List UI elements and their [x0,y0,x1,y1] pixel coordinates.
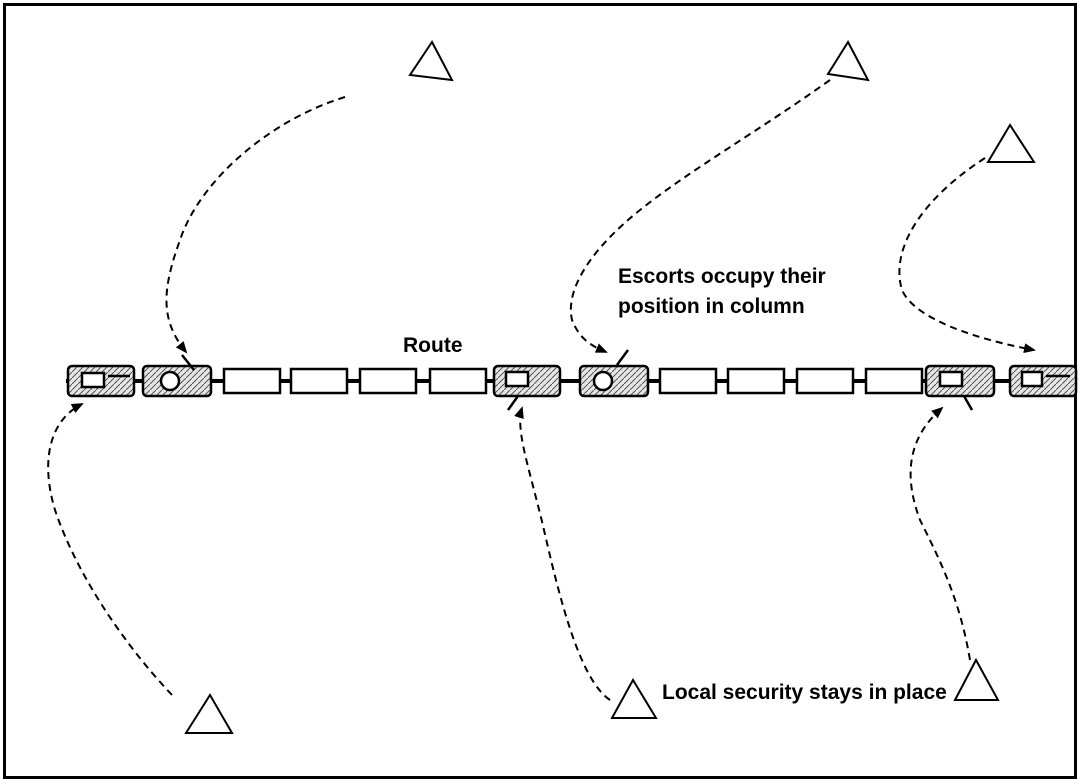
truck-icon [795,367,855,395]
escorts-label-line1: Escorts occupy their [618,265,826,288]
security-positions-bottom [184,657,1000,734]
armored-vehicle-icon [141,354,213,398]
truck-icon [864,367,924,395]
truck-icon [428,367,488,395]
escort-path-3 [898,157,1036,354]
truck-icon [726,367,786,395]
security-positions-top [408,39,1036,163]
escorts-label-line2: position in column [618,295,805,318]
convoy-group-left [222,367,488,395]
triangle-outline-icon [826,39,870,82]
truck-icon [358,367,418,395]
triangle-outline-icon [184,693,234,734]
armored-vehicle-icon [492,364,562,411]
truck-icon [289,367,349,395]
triangle-outline-icon [986,123,1036,163]
armored-vehicle-icon [66,364,136,398]
armored-vehicle-icon [924,364,996,411]
security-path-3 [909,406,971,661]
escort-path-1 [165,96,346,354]
route-label: Route [403,334,463,357]
triangle-outline-icon [408,40,454,82]
escort-vehicles [66,349,1078,411]
truck-icon [658,367,718,395]
local-security-label: Local security stays in place [662,681,947,704]
armored-vehicle-icon [1008,364,1078,398]
security-path-2 [514,406,611,701]
triangle-outline-icon [610,678,658,719]
movement-paths [47,79,1036,701]
security-path-1 [47,403,173,696]
convoy-group-right [658,367,924,395]
truck-icon [222,367,282,395]
armored-vehicle-icon [578,349,650,398]
triangle-outline-icon [953,657,1000,701]
